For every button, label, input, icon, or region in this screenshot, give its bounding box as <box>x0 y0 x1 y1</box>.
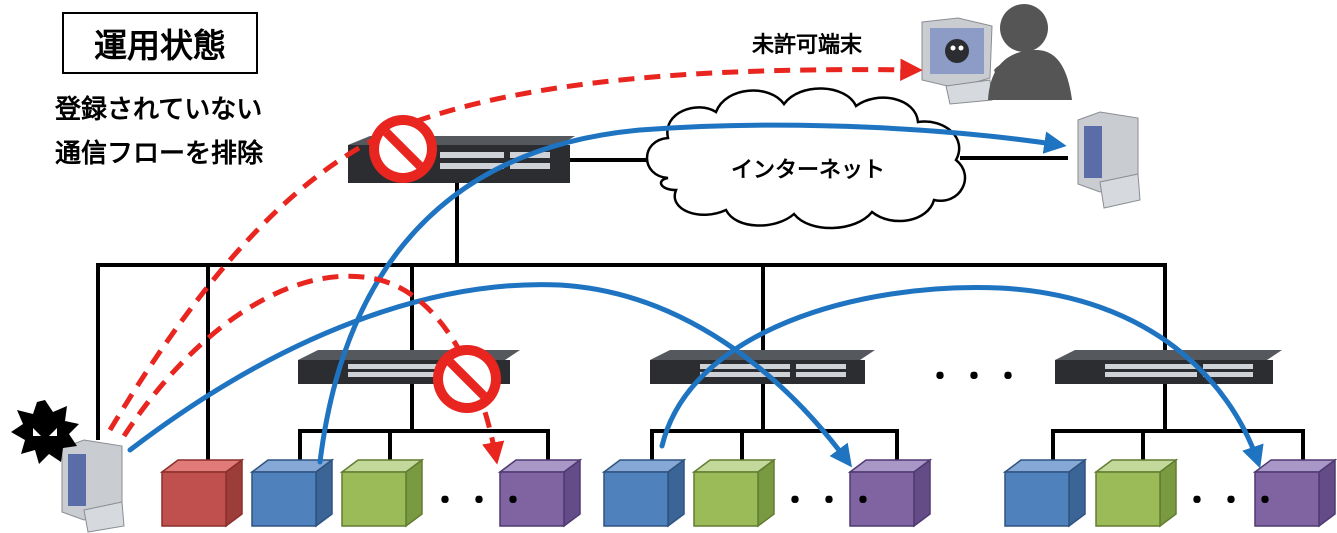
ellipsis: ・・・ <box>925 360 1027 395</box>
internet-label: インターネット <box>731 158 885 183</box>
infected-pc-icon <box>61 439 125 533</box>
cube-icon-purple <box>1252 458 1337 528</box>
ellipsis: ・・・ <box>1182 484 1284 519</box>
switch-icon <box>650 350 875 384</box>
cube-icon-red <box>159 458 245 528</box>
flow-cube-to-cube <box>659 285 1264 469</box>
unauthorized-pc-icon <box>921 17 993 105</box>
cube-icon-green <box>1093 458 1179 528</box>
ellipsis: ・・・ <box>780 484 882 519</box>
cube-icon-blue <box>601 458 687 528</box>
no-entry-icon <box>433 345 501 413</box>
description: 登録されていない 通信フローを排除 <box>55 88 263 176</box>
cube-icon-purple <box>497 458 583 528</box>
unauthorized-terminal-label: 未許可端末 <box>752 32 863 58</box>
cube-icon-blue <box>1002 458 1088 528</box>
internet-pc-icon <box>1077 111 1141 209</box>
network-links <box>96 156 1305 462</box>
cubes <box>159 458 1337 528</box>
virus-icon <box>11 400 79 464</box>
no-entry-icon <box>369 115 437 183</box>
cube-icon-green <box>339 458 425 528</box>
allowed-flows <box>127 122 1264 469</box>
cube-icon-blue <box>249 458 335 528</box>
description-line: 登録されていない <box>55 95 263 125</box>
ellipsis: ・・・ <box>430 484 532 519</box>
description-line: 通信フローを排除 <box>55 139 264 169</box>
page-title: 運用状態 <box>62 12 258 74</box>
cube-icon-green <box>691 458 777 528</box>
switch-icon <box>1055 350 1282 384</box>
cube-icon-purple <box>847 458 933 528</box>
hacker-icon <box>988 4 1072 100</box>
flow-pc-to-cube <box>127 282 853 468</box>
